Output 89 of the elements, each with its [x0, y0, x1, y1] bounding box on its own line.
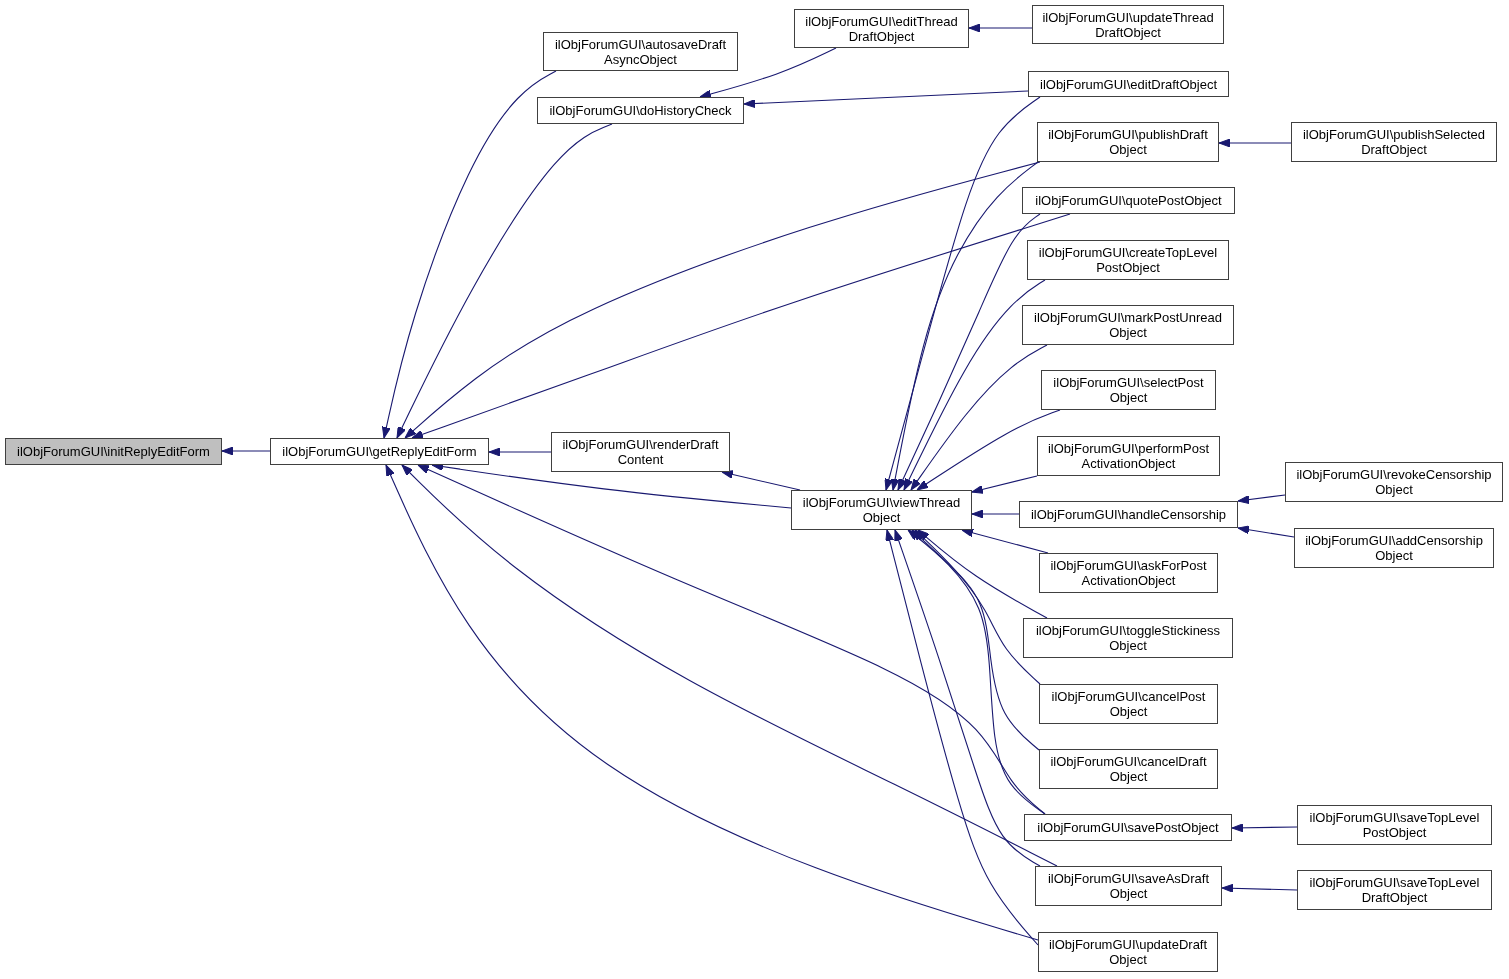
function-box [1039, 553, 1218, 593]
call-arrow [488, 447, 552, 457]
function-box [1039, 684, 1218, 724]
function-name: ilObjForumGUI\viewThread Object [801, 495, 962, 525]
call-arrow [743, 90, 1029, 108]
call-arrow [890, 161, 1039, 491]
function-box [1027, 240, 1229, 280]
function-box [1023, 618, 1233, 658]
call-arrow [914, 529, 1041, 685]
function-box [1035, 866, 1222, 906]
function-name: ilObjForumGUI\quotePostObject [1035, 193, 1222, 208]
function-name: ilObjForumGUI\doHistoryCheck [549, 103, 732, 118]
function-box [1024, 814, 1232, 841]
call-arrow [1221, 883, 1298, 893]
function-name: ilObjForumGUI\getReplyEditForm [282, 444, 477, 459]
function-box [1297, 805, 1492, 845]
function-box [1291, 122, 1497, 162]
function-name: ilObjForumGUI\toggleStickiness Object [1034, 623, 1222, 653]
function-name: ilObjForumGUI\autosaveDraft AsyncObject [553, 36, 728, 67]
function-name: ilObjForumGUI\saveTopLevel DraftObject [1308, 875, 1481, 905]
call-arrow [699, 47, 837, 99]
call-arrow [385, 464, 1039, 941]
function-name: ilObjForumGUI\editDraftObject [1040, 76, 1217, 92]
function-name: ilObjForumGUI\saveTopLevel PostObject [1308, 810, 1481, 840]
function-name: ilObjForumGUI\cancelDraft Object [1049, 754, 1208, 784]
function-box [1041, 370, 1216, 410]
function-name: ilObjForumGUI\renderDraft Content [561, 437, 720, 467]
function-box [1285, 462, 1503, 502]
function-name: ilObjForumGUI\publishSelected DraftObject [1301, 127, 1487, 157]
function-name: ilObjForumGUI\handleCensorship [1030, 507, 1227, 522]
call-arrow [1218, 138, 1292, 148]
function-box [1028, 71, 1229, 97]
call-arrow [884, 96, 1041, 491]
call-arrow [1237, 525, 1295, 538]
function-name: ilObjForumGUI\markPostUnread Object [1033, 310, 1223, 340]
call-arrow [916, 409, 1061, 491]
function-box [794, 9, 969, 48]
function-box [1037, 436, 1220, 476]
call-arrow [903, 279, 1046, 491]
call-arrow [1237, 494, 1286, 505]
function-box [1032, 5, 1224, 44]
call-arrow [381, 70, 557, 439]
function-box [1037, 122, 1219, 162]
call-arrow [917, 529, 1048, 619]
function-box [1038, 932, 1218, 972]
function-box [1297, 870, 1492, 910]
call-arrow [396, 123, 613, 439]
call-arrow [971, 475, 1038, 494]
function-name: ilObjForumGUI\publishDraft Object [1047, 127, 1209, 157]
call-arrow [721, 470, 801, 491]
function-name: ilObjForumGUI\addCensorship Object [1304, 533, 1484, 563]
call-arrow [417, 464, 1046, 815]
function-box [1039, 749, 1218, 789]
call-arrow [885, 529, 1039, 946]
function-box [1294, 528, 1494, 568]
function-box [537, 97, 744, 124]
function-name: ilObjForumGUI\createTopLevel PostObject [1037, 245, 1219, 275]
call-arrow [404, 161, 1041, 439]
function-name: ilObjForumGUI\savePostObject [1037, 820, 1219, 835]
call-arrow [971, 509, 1020, 519]
call-arrow [1231, 823, 1298, 833]
function-box [270, 438, 489, 465]
call-arrow [910, 344, 1048, 491]
call-arrow [894, 529, 1041, 867]
function-name: ilObjForumGUI\selectPost Object [1052, 375, 1205, 405]
function-name: ilObjForumGUI\performPost ActivationObject [1046, 441, 1211, 471]
function-box [551, 432, 730, 472]
function-name: ilObjForumGUI\cancelPost Object [1050, 689, 1207, 719]
function-name: ilObjForumGUI\editThread DraftObject [804, 13, 959, 44]
call-arrow [401, 464, 1058, 867]
function-name: ilObjForumGUI\saveAsDraft Object [1046, 871, 1211, 901]
function-box [543, 32, 738, 71]
function-name: ilObjForumGUI\revokeCensorship Object [1295, 467, 1493, 497]
function-name: ilObjForumGUI\updateThread DraftObject [1041, 9, 1215, 40]
call-arrow [911, 529, 1040, 751]
function-name: ilObjForumGUI\initReplyEditForm [17, 444, 210, 459]
call-arrow [897, 213, 1041, 491]
function-box [791, 490, 972, 530]
function-box [1022, 305, 1234, 345]
call-arrow [411, 213, 1071, 439]
function-name: ilObjForumGUI\updateDraft Object [1047, 937, 1209, 967]
call-arrow [961, 528, 1049, 554]
function-box [1022, 187, 1235, 214]
function-box [1019, 501, 1238, 528]
call-arrow [968, 23, 1033, 33]
function-name: ilObjForumGUI\askForPost ActivationObject [1049, 558, 1208, 588]
highlighted-function-box [5, 438, 222, 465]
call-arrow [907, 529, 1046, 815]
call-arrow [221, 446, 271, 456]
